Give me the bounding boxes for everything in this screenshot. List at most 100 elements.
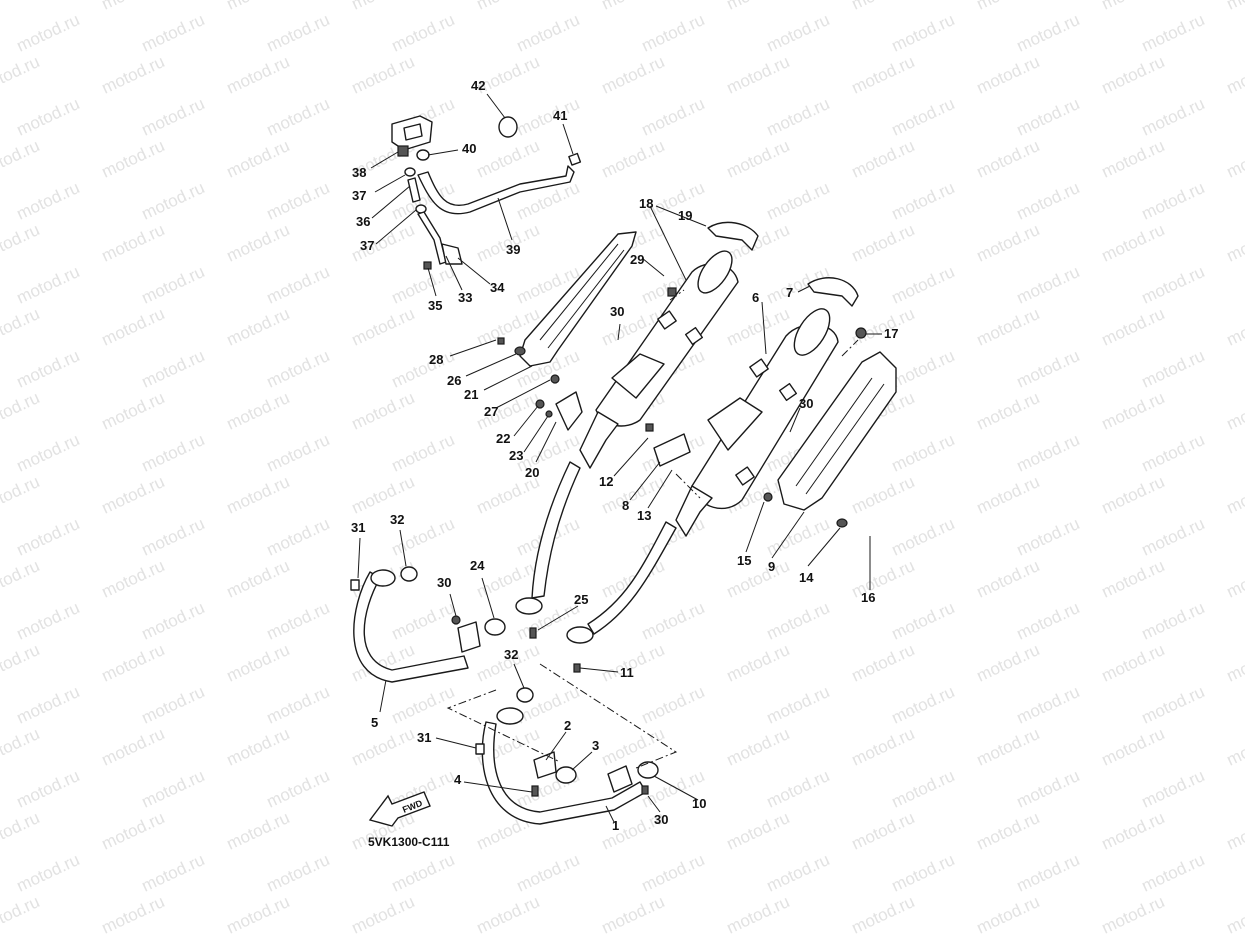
callout-10: 10 xyxy=(692,796,706,811)
callout-14: 14 xyxy=(799,570,814,585)
callout-36: 36 xyxy=(356,214,370,229)
callout-12: 12 xyxy=(599,474,613,489)
watermark-text: motod.ru xyxy=(14,94,83,140)
part-34-bracket xyxy=(441,243,463,265)
watermark-text: motod.ru xyxy=(0,220,42,266)
callout-6: 6 xyxy=(752,290,759,305)
watermark-text: motod.ru xyxy=(849,136,918,182)
watermark-text: motod.ru xyxy=(99,556,168,602)
watermark-text: motod.ru xyxy=(1139,178,1208,224)
watermark-text: motod.ru xyxy=(1099,640,1168,686)
watermark-text: motod.ru xyxy=(1099,892,1168,934)
watermark-text: motod.ru xyxy=(889,850,958,896)
watermark-text: motod.ru xyxy=(1224,52,1245,98)
part-14-collar xyxy=(836,518,848,528)
watermark-text: motod.ru xyxy=(1139,346,1208,392)
watermark-text: motod.ru xyxy=(974,640,1043,686)
callout-16: 16 xyxy=(861,590,875,605)
watermark-text: motod.ru xyxy=(639,682,708,728)
watermark-text: motod.ru xyxy=(1099,0,1168,14)
part-42-clamp xyxy=(498,116,518,138)
part-25-bolt xyxy=(529,627,537,639)
watermark-text: motod.ru xyxy=(1099,724,1168,770)
watermark-text: motod.ru xyxy=(849,556,918,602)
part-12-bolt xyxy=(645,423,654,432)
watermark-text: motod.ru xyxy=(0,304,42,350)
watermark-text: motod.ru xyxy=(1014,94,1083,140)
watermark-text: motod.ru xyxy=(14,514,83,560)
callout-19: 19 xyxy=(678,208,692,223)
watermark-text: motod.ru xyxy=(139,262,208,308)
watermark-text: motod.ru xyxy=(264,10,333,56)
watermark-text: motod.ru xyxy=(1099,808,1168,854)
part-15-grommet xyxy=(763,492,773,502)
watermark-text: motod.ru xyxy=(99,304,168,350)
watermark-text: motod.ru xyxy=(0,892,42,934)
watermark-text: motod.ru xyxy=(139,346,208,392)
watermark-text: motod.ru xyxy=(849,892,918,934)
watermark-text: motod.ru xyxy=(1014,10,1083,56)
part-18-muffler-left xyxy=(579,250,739,469)
watermark-text: motod.ru xyxy=(1099,388,1168,434)
watermark-text: motod.ru xyxy=(14,346,83,392)
watermark-text: motod.ru xyxy=(639,10,708,56)
watermark-text: motod.ru xyxy=(1099,556,1168,602)
watermark-text: motod.ru xyxy=(264,850,333,896)
watermark-text: motod.ru xyxy=(514,94,583,140)
watermark-text: motod.ru xyxy=(99,136,168,182)
watermark-text: motod.ru xyxy=(1224,0,1245,14)
callout-23: 23 xyxy=(509,448,523,463)
parts-drawing: FWD 5VK1300-C111 xyxy=(350,115,897,849)
watermark-text: motod.ru xyxy=(639,94,708,140)
watermark-text: motod.ru xyxy=(0,472,42,518)
part-31-stud-lower xyxy=(475,743,485,755)
part-19-end-cap xyxy=(707,221,759,251)
watermark-text: motod.ru xyxy=(1014,262,1083,308)
watermark-text: motod.ru xyxy=(264,346,333,392)
watermark-text: motod.ru xyxy=(1014,346,1083,392)
watermark-text: motod.ru xyxy=(264,262,333,308)
watermark-text: motod.ru xyxy=(0,724,42,770)
watermark-text: motod.ru xyxy=(764,94,833,140)
part-35-bolt xyxy=(423,261,432,270)
watermark-text: motod.ru xyxy=(139,682,208,728)
watermark-text: motod.ru xyxy=(1224,136,1245,182)
watermark-text: motod.ru xyxy=(264,598,333,644)
assembly-line-3 xyxy=(675,473,701,499)
watermark-text: motod.ru xyxy=(724,136,793,182)
callout-27: 27 xyxy=(484,404,498,419)
callout-32a: 32 xyxy=(390,512,404,527)
callout-3: 3 xyxy=(592,738,599,753)
watermark-text: motod.ru xyxy=(139,10,208,56)
watermark-text: motod.ru xyxy=(99,52,168,98)
callout-24: 24 xyxy=(470,558,485,573)
watermark-text: motod.ru xyxy=(974,808,1043,854)
watermark-text: motod.ru xyxy=(889,430,958,476)
watermark-text: motod.ru xyxy=(889,10,958,56)
watermark-text: motod.ru xyxy=(1099,52,1168,98)
callout-37b: 37 xyxy=(360,238,374,253)
assembly-line-1 xyxy=(446,689,561,763)
watermark-text: motod.ru xyxy=(724,0,793,14)
watermark-text: motod.ru xyxy=(99,724,168,770)
watermark-text: motod.ru xyxy=(599,52,668,98)
watermark-text: motod.ru xyxy=(14,598,83,644)
part-1-flange xyxy=(496,707,524,725)
watermark-text: motod.ru xyxy=(724,808,793,854)
part-10-gasket xyxy=(637,761,659,779)
part-5-flange xyxy=(370,569,396,587)
watermark-text: motod.ru xyxy=(264,514,333,560)
part-8-bracket xyxy=(653,433,691,467)
watermark-text: motod.ru xyxy=(764,598,833,644)
watermark-text: motod.ru xyxy=(974,220,1043,266)
watermark-text: motod.ru xyxy=(849,0,918,14)
watermark-text: motod.ru xyxy=(1014,682,1083,728)
part-1-joint xyxy=(607,765,633,793)
watermark-text: motod.ru xyxy=(224,220,293,266)
watermark-text: motod.ru xyxy=(14,262,83,308)
callout-7: 7 xyxy=(786,285,793,300)
watermark-text: motod.ru xyxy=(99,388,168,434)
watermark-text: motod.ru xyxy=(724,52,793,98)
callout-25: 25 xyxy=(574,592,588,607)
